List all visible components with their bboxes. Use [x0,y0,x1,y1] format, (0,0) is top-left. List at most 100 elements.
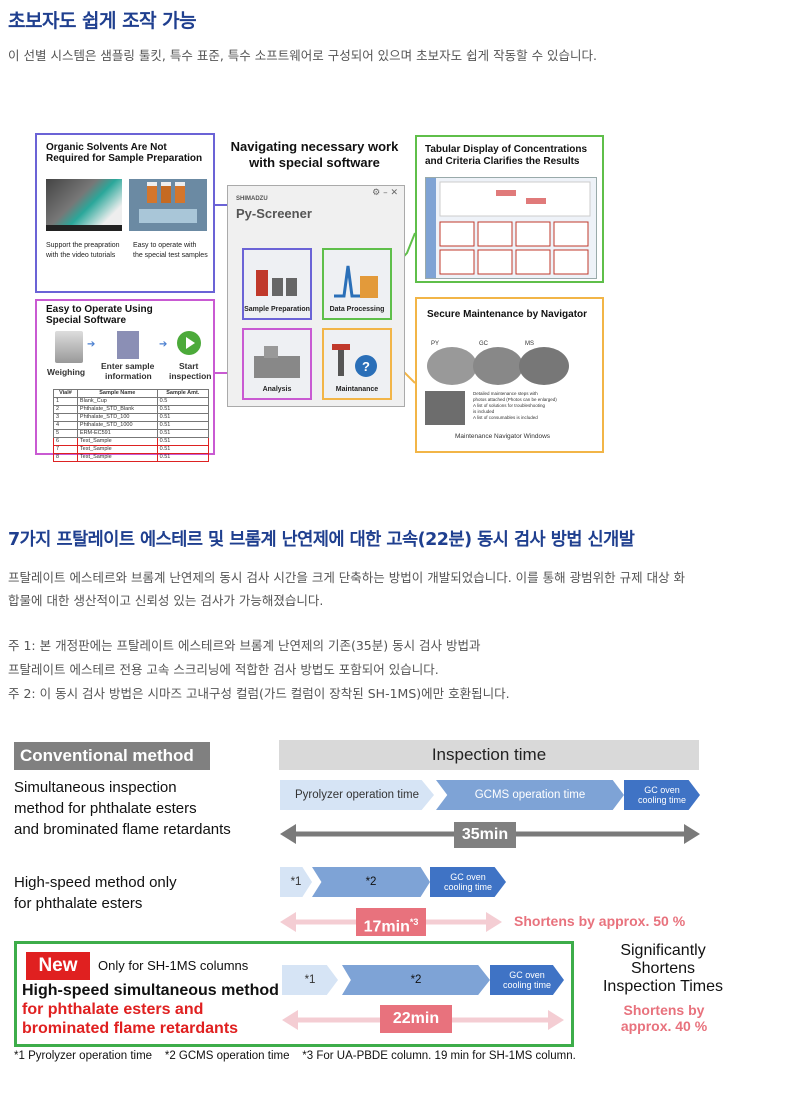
tabular-display-box: Tabular Display of Concentrations and Cr… [415,135,604,283]
row1-line-3: and brominated flame retardants [14,821,231,838]
results-screenshot [425,177,597,279]
app-brand: SHIMADZU [236,196,268,202]
time-17min: 17min*3 [356,908,426,936]
tile-label: Analysis [262,386,292,393]
step-weighing: Weighing [47,367,86,377]
row1-line-2: method for phthalate esters [14,800,197,817]
step-start-2: inspection [169,371,212,381]
note-2-line-2: is included [473,409,495,414]
shortens-40-line-1: Shortens by [623,1002,705,1018]
vial-table-cell: 0.5 [156,397,210,406]
conventional-method-label: Conventional method [14,742,210,770]
note-2: 주 2: 이 동시 검사 방법은 시마즈 고내구성 컬럼(가드 컬럼이 장착된 … [8,686,510,701]
sig-line-1: Significantly [620,942,706,959]
vial-table-cell: 4 [53,421,78,430]
note-1-line-2: photos attached (Photos can be enlarged) [473,397,557,402]
vial-table-cell: Phthalate_STD_Blank [76,405,158,414]
vial-table-cell: 0.51 [156,405,210,414]
shortens-40: Shortens by approx. 40 % [594,1002,734,1034]
gcms-time-bar: GCMS operation time [436,780,624,810]
section2-title: 7가지 프탈레이트 에스테르 및 브롬계 난연제에 대한 고속(22분) 동시 … [8,530,635,550]
tile-analysis[interactable]: Analysis [242,328,312,400]
navigator-screenshot [425,391,465,425]
easy-operate-title-1: Easy to Operate Using [46,304,153,315]
section2-desc-1: 프탈레이트 에스테르와 브롬계 난연제의 동시 검사 시간을 크게 단축하는 방… [8,570,686,585]
section1-title: 초보자도 쉽게 조작 가능 [8,10,197,32]
py-screener-window: ⚙ – ✕ SHIMADZU Py-Screener Sample Prepar… [227,185,405,407]
gc-oven-label: GC oven [509,970,545,980]
significantly-shortens: Significantly Shortens Inspection Times [588,942,738,996]
py-photo [427,347,477,385]
vial-table-cell: Phthalate_STD_100 [76,413,158,422]
footnote-2: *2 GCMS operation time [164,1050,290,1062]
row2-line-2: for phthalate esters [14,895,143,912]
time-17min-value: 17min [363,918,410,936]
footnote-3-mark: *3 [409,917,419,927]
svg-text:?: ? [362,359,370,374]
time-35min: 35min [454,822,516,848]
new-badge: New [26,952,90,980]
sample-vials-icon [117,331,139,359]
new-method-box [14,941,574,1047]
row1-line-1: Simultaneous inspection [14,779,177,796]
test-samples-photo [129,179,207,231]
new-method-line-3: brominated flame retardants [22,1020,239,1037]
arrow-icon: ➔ [159,339,168,350]
vial-table-cell: 6 [53,437,78,446]
note-2-line-1: A list of solutions for troubleshooting [473,403,546,408]
center-title-line-2: with special software [249,155,380,170]
sh1ms-only-label: Only for SH-1MS columns [98,958,249,973]
navigator-caption: Maintenance Navigator Windows [455,433,551,440]
vial-table-cell: 3 [53,413,78,422]
ms-label: MS [525,341,534,347]
vial-table-cell: 0.51 [156,445,210,454]
vial-table-cell: Blank_Cup [76,397,158,406]
note-1-b: 프탈레이트 에스테르 전용 고속 스크리닝에 적합한 검사 방법도 포함되어 있… [8,662,439,677]
row3-gcms-bar: *2 [342,965,490,995]
easy-operate-box: Easy to Operate Using Special Software ➔… [35,299,215,462]
new-method-line-2: for phthalate esters and [22,1001,204,1018]
vial-table-cell: 8 [53,453,78,462]
row2-pyro-bar: *1 [280,867,312,897]
vial-table-cell: 0.51 [156,413,210,422]
pyrolyzer-time-bar: Pyrolyzer operation time [280,780,434,810]
note-1-line-1: Detailed maintenance steps with [473,391,538,396]
vial-table-header: Sample Name [76,389,158,398]
cooling-time-label: cooling time [443,882,493,892]
section2-desc-2: 합물에 대한 생산적이고 신뢰성 있는 검사가 가능해졌습니다. [8,593,324,608]
vial-table-cell: 0.51 [156,453,210,462]
gc-photo [473,347,523,385]
vial-table-cell: 0.51 [156,429,210,438]
organic-solvents-box: Organic Solvents Are Not Required for Sa… [35,133,215,293]
inspection-time-figure: Conventional method Inspection time Simu… [14,740,790,1070]
tile-data-processing[interactable]: Data Processing [322,248,392,320]
vial-table-cell: Phthalate_STD_1000 [76,421,158,430]
vial-table-cell: 2 [53,405,78,414]
play-icon [177,331,201,355]
step-enter-2: information [105,371,152,381]
window-controls: ⚙ – ✕ [372,188,398,198]
new-method-title: High-speed simultaneous method [22,982,279,999]
conventional-method-description: Simultaneous inspection method for phtha… [14,777,231,840]
tile-maintenance[interactable]: ? Maintanance [322,328,392,400]
organic-solvents-title-2: Required for Sample Preparation [46,153,203,164]
cooling-time-label: cooling time [502,980,552,990]
time-22min: 22min [380,1005,452,1033]
center-title: Navigating necessary work with special s… [217,139,412,171]
tile-label: Data Processing [329,306,385,313]
caption-2-line-2: the special test samples [133,252,208,259]
center-title-line-1: Navigating necessary work [230,139,399,154]
caption-1-line-2: with the video tutorials [46,252,116,259]
tile-sample-preparation[interactable]: Sample Preparation [242,248,312,320]
